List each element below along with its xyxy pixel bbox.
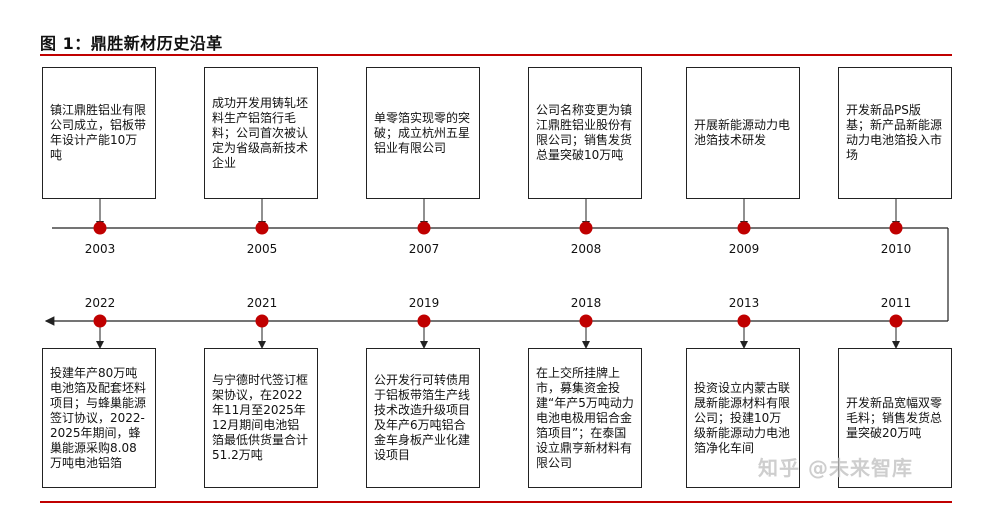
year-label: 2003	[84, 242, 116, 256]
event-text: 成功开发用铸轧坯料生产铝箔行毛料；公司首次被认定为省级高新技术企业	[212, 95, 309, 170]
event-dot	[255, 221, 269, 235]
top-event-box: 成功开发用铸轧坯料生产铝箔行毛料；公司首次被认定为省级高新技术企业	[204, 67, 318, 199]
event-dot	[93, 221, 107, 235]
top-event-box: 公司名称变更为镇江鼎胜铝业股份有限公司；销售发货总量突破10万吨	[528, 67, 642, 199]
bottom-event-box: 在上交所挂牌上市，募集资金投建“年产5万吨动力电池电极用铝合金箔项目”；在泰国设…	[528, 348, 642, 488]
year-label: 2008	[570, 242, 602, 256]
top-event-box: 单零箔实现零的突破；成立杭州五星铝业有限公司	[366, 67, 480, 199]
event-dot	[889, 314, 903, 328]
year-label: 2009	[728, 242, 760, 256]
event-text: 与宁德时代签订框架协议，在2022年11月至2025年12月期间电池铝箔最低供货…	[212, 373, 309, 462]
event-text: 开发新品PS版基；新产品新能源动力电池箔投入市场	[846, 103, 943, 162]
bottom-event-box: 投建年产80万吨电池箔及配套坯料项目；与蜂巢能源签订协议，2022-2025年期…	[42, 348, 156, 488]
event-text: 投资设立内蒙古联晟新能源材料有限公司；投建10万级新能源动力电池箔净化车间	[694, 380, 791, 455]
top-rule	[40, 54, 952, 56]
event-text: 开发新品宽幅双零毛料；销售发货总量突破20万吨	[846, 395, 943, 440]
event-dot	[889, 221, 903, 235]
year-label: 2005	[246, 242, 278, 256]
event-text: 公司名称变更为镇江鼎胜铝业股份有限公司；销售发货总量突破10万吨	[536, 103, 633, 162]
event-text: 镇江鼎胜铝业有限公司成立，铝板带年设计产能10万吨	[50, 103, 147, 162]
event-text: 单零箔实现零的突破；成立杭州五星铝业有限公司	[374, 110, 471, 155]
event-dot	[93, 314, 107, 328]
bottom-event-box: 公开发行可转债用于铝板带箔生产线技术改造升级项目及年产6万吨铝合金车身板产业化建…	[366, 348, 480, 488]
bottom-event-box: 开发新品宽幅双零毛料；销售发货总量突破20万吨	[838, 348, 952, 488]
event-dot	[579, 221, 593, 235]
year-label: 2013	[728, 296, 760, 310]
year-label: 2010	[880, 242, 912, 256]
event-text: 开展新能源动力电池箔技术研发	[694, 118, 791, 147]
year-label: 2022	[84, 296, 116, 310]
event-dot	[417, 314, 431, 328]
event-dot	[737, 314, 751, 328]
event-dot	[417, 221, 431, 235]
event-dot	[579, 314, 593, 328]
top-event-box: 开发新品PS版基；新产品新能源动力电池箔投入市场	[838, 67, 952, 199]
bottom-event-box: 投资设立内蒙古联晟新能源材料有限公司；投建10万级新能源动力电池箔净化车间	[686, 348, 800, 488]
event-dot	[255, 314, 269, 328]
bottom-event-box: 与宁德时代签订框架协议，在2022年11月至2025年12月期间电池铝箔最低供货…	[204, 348, 318, 488]
year-label: 2019	[408, 296, 440, 310]
year-label: 2021	[246, 296, 278, 310]
bottom-rule	[40, 501, 952, 503]
event-text: 投建年产80万吨电池箔及配套坯料项目；与蜂巢能源签订协议，2022-2025年期…	[50, 365, 147, 470]
year-label: 2011	[880, 296, 912, 310]
event-text: 在上交所挂牌上市，募集资金投建“年产5万吨动力电池电极用铝合金箔项目”；在泰国设…	[536, 365, 634, 470]
top-event-box: 开展新能源动力电池箔技术研发	[686, 67, 800, 199]
year-label: 2018	[570, 296, 602, 310]
figure-title: 图 1：鼎胜新材历史沿革	[40, 34, 223, 53]
event-text: 公开发行可转债用于铝板带箔生产线技术改造升级项目及年产6万吨铝合金车身板产业化建…	[374, 373, 471, 462]
event-dot	[737, 221, 751, 235]
top-event-box: 镇江鼎胜铝业有限公司成立，铝板带年设计产能10万吨	[42, 67, 156, 199]
year-label: 2007	[408, 242, 440, 256]
watermark: 知乎 @未来智库	[758, 456, 913, 480]
